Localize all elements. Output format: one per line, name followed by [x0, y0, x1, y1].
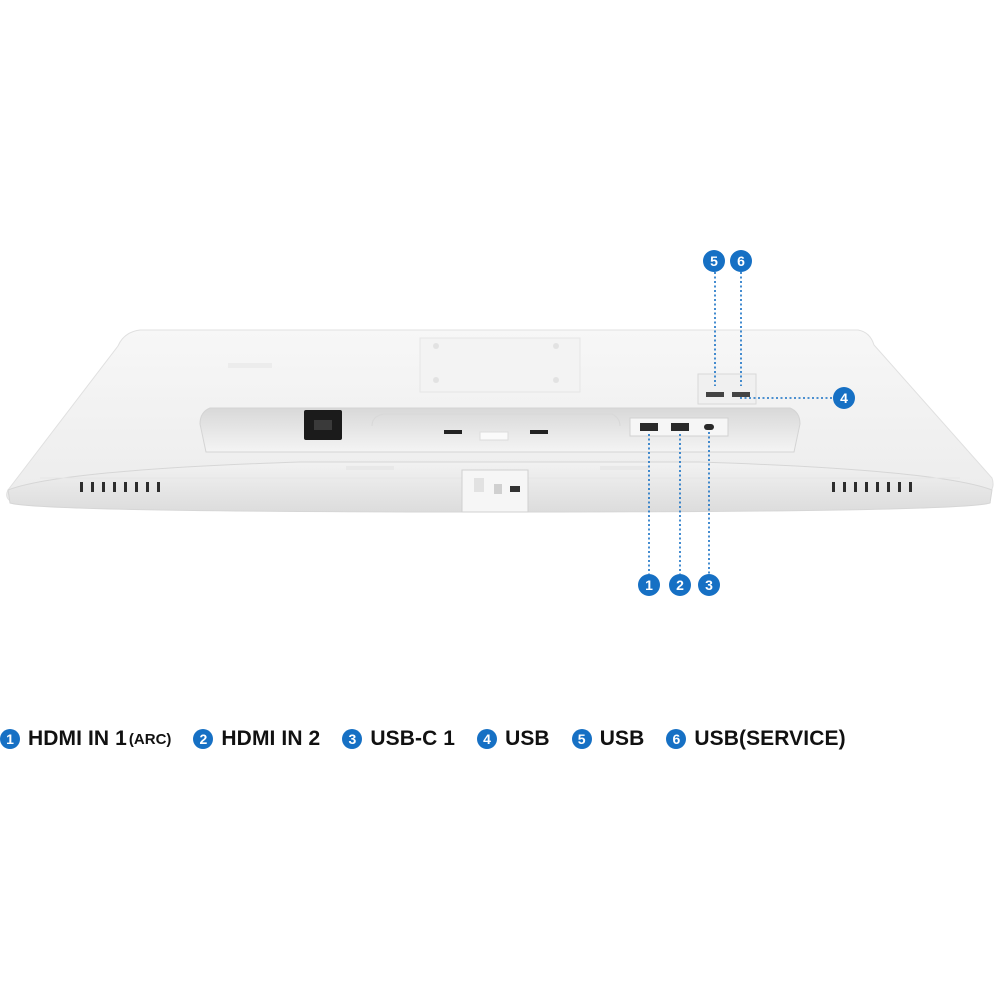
vesa-screw-hole	[433, 377, 439, 383]
hdmi-port-1	[640, 423, 658, 431]
stand-slot	[444, 430, 462, 434]
legend-label: USB-C 1	[370, 727, 456, 750]
port-legend: 1 HDMI IN 1 (ARC) 2 HDMI IN 2 3 USB-C 1 …	[0, 724, 846, 754]
legend-note: (ARC)	[128, 730, 172, 748]
svg-text:3: 3	[705, 577, 713, 593]
callout-badge-2: 2	[669, 574, 691, 596]
callout-badge-5: 5	[703, 250, 725, 272]
recess-divider	[371, 413, 621, 427]
legend-item-1: 1 HDMI IN 1 (ARC)	[0, 727, 171, 751]
vesa-screw-hole	[433, 343, 439, 349]
side-usb-bay	[697, 373, 757, 405]
vent-faint	[600, 466, 648, 470]
callout-badge-4: 4	[833, 387, 855, 409]
legend-item-2: 2 HDMI IN 2	[193, 727, 320, 751]
hinge-notch	[474, 478, 484, 492]
right-vent	[832, 482, 912, 492]
legend-label: HDMI IN 2	[221, 727, 321, 750]
vent-faint	[346, 466, 394, 470]
hinge-notch	[494, 484, 502, 494]
usb-port-5	[706, 392, 724, 397]
usb-c-port	[704, 424, 714, 430]
svg-text:1: 1	[645, 577, 653, 593]
svg-text:2: 2	[676, 577, 684, 593]
legend-label: HDMI IN 1	[28, 727, 127, 750]
power-pin	[314, 420, 332, 430]
legend-badge: 2	[193, 729, 214, 749]
callout-badge-6: 6	[730, 250, 752, 272]
legend-item-5: 5 USB	[571, 727, 645, 751]
stand-tab	[479, 431, 509, 441]
legend-badge: 4	[477, 729, 498, 749]
legend-label: USB	[599, 727, 645, 750]
svg-text:4: 4	[840, 390, 848, 406]
legend-badge: 6	[666, 729, 687, 749]
legend-badge: 5	[571, 729, 592, 749]
brand-logo-faint	[228, 363, 272, 368]
usb-port-6	[732, 392, 750, 397]
svg-text:5: 5	[710, 253, 718, 269]
legend-label: USB	[505, 727, 550, 750]
left-vent	[80, 482, 160, 492]
callout-badge-1: 1	[638, 574, 660, 596]
hinge-notch	[510, 486, 520, 492]
legend-item-3: 3 USB-C 1	[342, 727, 455, 751]
legend-badge: 3	[342, 729, 363, 749]
legend-badge: 1	[0, 729, 20, 749]
vesa-screw-hole	[553, 343, 559, 349]
legend-label: USB(SERVICE)	[694, 727, 846, 750]
vesa-screw-hole	[553, 377, 559, 383]
callout-badge-3: 3	[698, 574, 720, 596]
legend-item-4: 4 USB	[477, 727, 550, 751]
stand-slot	[530, 430, 548, 434]
callout-lines	[648, 272, 832, 574]
hdmi-port-2	[671, 423, 689, 431]
legend-item-6: 6 USB(SERVICE)	[666, 727, 846, 751]
svg-text:6: 6	[737, 253, 745, 269]
